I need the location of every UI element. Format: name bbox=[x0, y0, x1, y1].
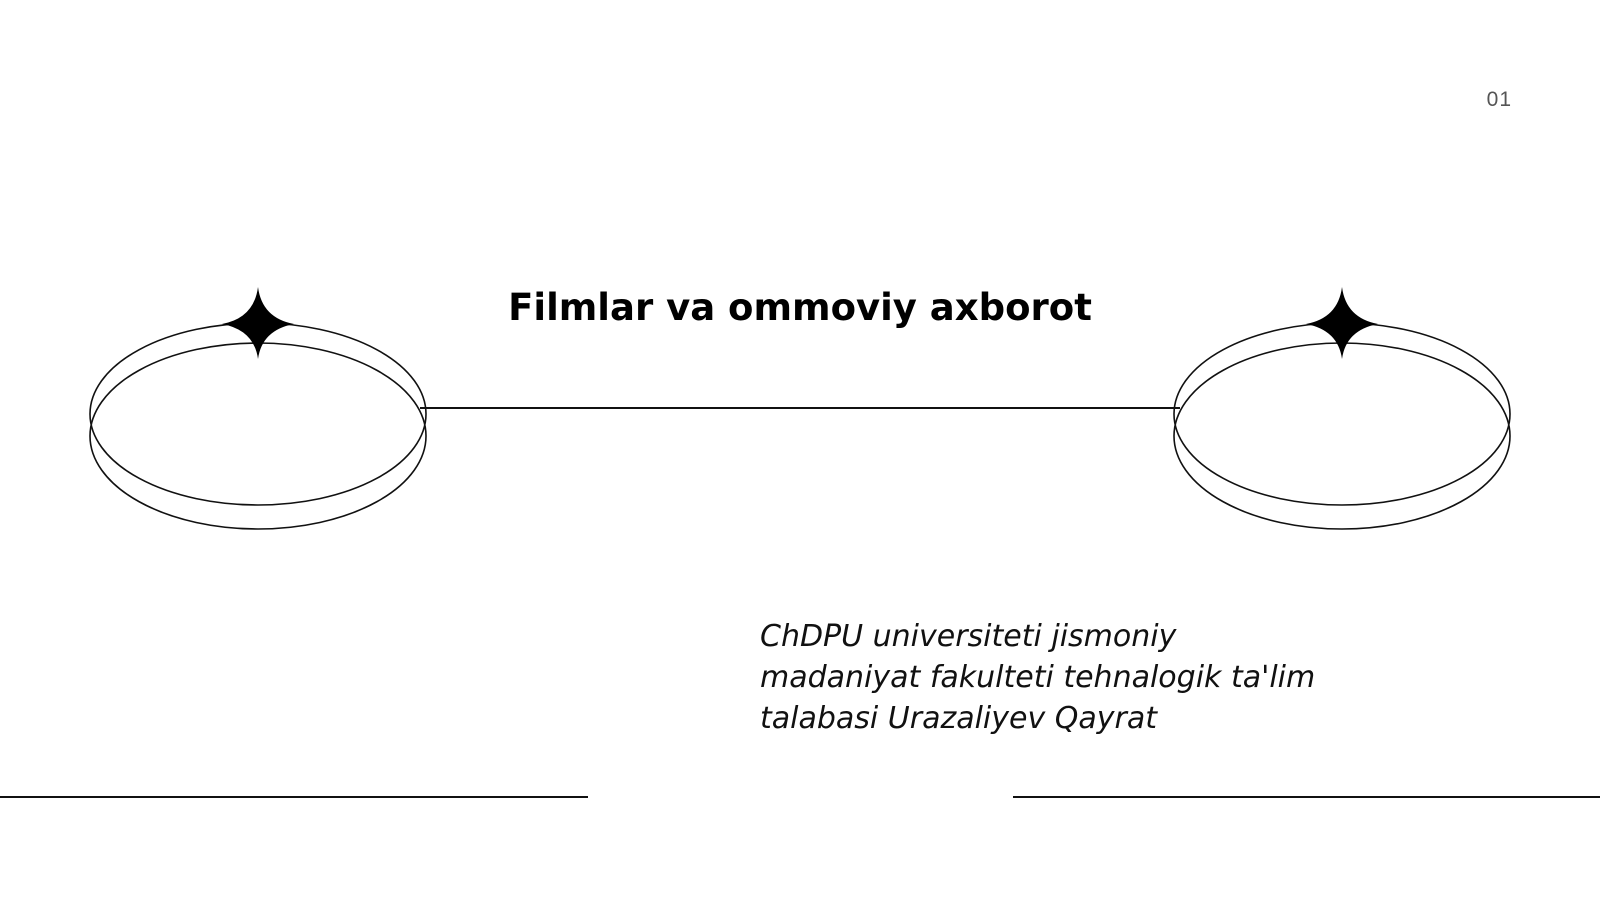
subtitle-line: madaniyat fakulteti tehnalogik ta'lim bbox=[760, 660, 1316, 695]
subtitle-line: ChDPU universiteti jismoniy bbox=[760, 619, 1177, 654]
right-sparkle-ring-icon bbox=[1173, 287, 1511, 530]
left-sparkle-ring-icon bbox=[89, 287, 427, 530]
right-sparkle-icon bbox=[1306, 287, 1378, 359]
page-number: 01 bbox=[1486, 88, 1512, 111]
left-sparkle-icon bbox=[222, 287, 294, 359]
slide-subtitle: ChDPU universiteti jismoniy madaniyat fa… bbox=[760, 616, 1380, 739]
subtitle-line: talabasi Urazaliyev Qayrat bbox=[760, 701, 1158, 736]
slide-title: Filmlar va ommoviy axborot bbox=[508, 286, 1092, 329]
